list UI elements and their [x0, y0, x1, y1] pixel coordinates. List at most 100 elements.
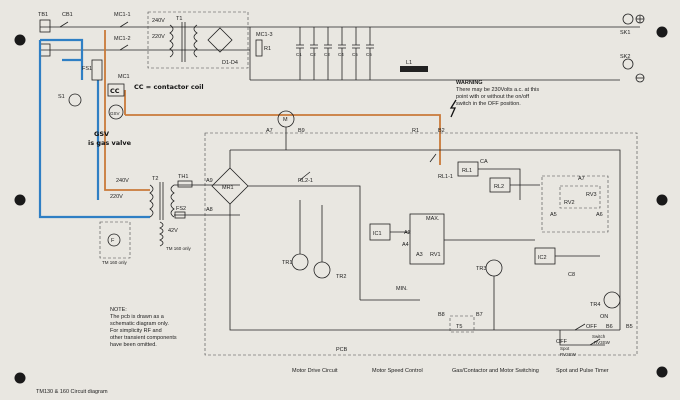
warning-line-1: There may be 230Volts a.c. at this: [456, 87, 539, 93]
label-pulse-switch: Switch: [592, 334, 606, 339]
label-c6: C6: [366, 52, 372, 57]
label-220v-t2: 220V: [110, 194, 123, 200]
binder-hole: [656, 26, 668, 38]
label-rl2-1: RL2-1: [298, 178, 313, 184]
sk1-socket: [622, 13, 634, 25]
label-on: ON: [600, 314, 608, 320]
label-mc1-2: MC1-2: [114, 36, 131, 42]
label-s1: S1: [58, 94, 65, 100]
label-mc1: MC1: [118, 74, 130, 80]
tr2-transistor: [313, 261, 331, 279]
label-rl1: RL1: [462, 168, 472, 174]
label-rl1-1: RL1-1: [438, 174, 453, 180]
label-b8: B8: [438, 312, 445, 318]
label-240v-top: 240V: [152, 18, 165, 24]
label-ca: CA: [480, 159, 488, 165]
warning-line-2: point with or without the on/off: [456, 94, 529, 100]
label-rv2sw: RV2SW: [560, 352, 577, 357]
tr1-transistor: [291, 253, 309, 271]
s1-switch: [68, 93, 82, 107]
plus-icon: [636, 15, 644, 23]
t1-core: [181, 22, 186, 62]
label-mc1-3: MC1-3: [256, 32, 273, 38]
timer-block: [541, 175, 609, 233]
annotation-contactor-coil: CC = contactor coil: [134, 83, 204, 91]
binder-hole: [14, 34, 26, 46]
fs1-fuse: [91, 59, 103, 81]
binder-hole: [656, 194, 668, 206]
label-cb1: CB1: [62, 12, 73, 18]
mc1-2-switch: [119, 44, 129, 51]
orange-wire-primary: [104, 30, 150, 191]
label-off: OFF: [586, 324, 598, 330]
note-line-4: other transient components: [110, 335, 177, 341]
pcb-boundary: [204, 132, 638, 356]
label-tm160-a: TM 160 only: [166, 246, 192, 251]
label-a3: A3: [416, 252, 423, 258]
label-spot: Spot: [560, 346, 570, 351]
tb1-terminal: [39, 19, 51, 33]
t1-enclosure: [147, 11, 249, 69]
warning-lightning-icon: [449, 99, 457, 118]
label-r1-pcb: R1: [412, 128, 419, 134]
label-mr1: MR1: [222, 185, 234, 191]
speed-control-box: [409, 213, 445, 265]
t5-switch: [449, 315, 475, 333]
pcb-wiring: [229, 149, 621, 346]
th1-thermistor: [177, 180, 193, 188]
label-rv1: RV1: [430, 252, 441, 258]
diagram-title: TM130 & 160 Circuit diagram: [36, 389, 108, 395]
r1-resistor: [255, 39, 263, 57]
mc1-1-switch: [119, 21, 129, 28]
label-fs1: FS1: [82, 66, 92, 72]
label-sk2: SK2: [620, 54, 630, 60]
label-t5: T5: [456, 324, 462, 330]
label-b6: B6: [606, 324, 613, 330]
label-tr1: TR1: [282, 260, 292, 266]
binder-hole: [14, 194, 26, 206]
sk2-socket: [622, 58, 634, 70]
gsv-valve: [108, 104, 124, 120]
t2-primary-coil: [149, 184, 154, 218]
annotation-cc-box: CC: [110, 87, 120, 95]
label-b5: B5: [626, 324, 633, 330]
label-ic1: IC1: [373, 231, 382, 237]
binder-hole: [656, 366, 668, 378]
label-42v: 42V: [168, 228, 178, 234]
t2-secondary-coil: [170, 184, 175, 218]
tr4-transistor: [603, 291, 621, 309]
rv2-rv3-block: [559, 185, 601, 209]
label-tr3: TR3: [476, 266, 486, 272]
label-sk1: SK1: [620, 30, 630, 36]
label-gsv-small: GSV: [110, 111, 120, 116]
cc-coil-box: [107, 83, 125, 97]
note-line-3: For simplicity RF and: [110, 328, 162, 334]
label-rv3sw: RV3SW: [594, 340, 611, 345]
relay-contacts: [299, 153, 437, 181]
motor-supply-wires: [229, 127, 440, 168]
warning-heading: WARNING: [456, 80, 483, 86]
fan-f: [107, 233, 121, 247]
label-c3: C3: [324, 52, 330, 57]
label-fs2: FS2: [176, 206, 186, 212]
t2-core: [159, 182, 164, 220]
label-a7: A7: [266, 128, 273, 134]
label-d1-d4: D1-D4: [222, 60, 238, 66]
note-line-2: schematic diagram only.: [110, 321, 169, 327]
label-tr4: TR4: [590, 302, 600, 308]
label-a8: A8: [206, 207, 213, 213]
note-heading: NOTE:: [110, 307, 127, 313]
cb1-switch: [59, 21, 69, 28]
t1-primary-coil: [169, 24, 174, 58]
note-line-1: The pcb is drawn as a: [110, 314, 165, 320]
label-a6: A6: [596, 212, 603, 218]
capacitor-bank: [296, 27, 374, 80]
t1-secondary-coil: [193, 24, 198, 58]
label-tb1: TB1: [38, 12, 48, 18]
orange-wire-contactor: [125, 114, 441, 165]
label-c1: C1: [296, 52, 302, 57]
42v-coil: [159, 221, 164, 247]
fs2-fuse: [174, 211, 186, 219]
label-th1: TH1: [178, 174, 188, 180]
